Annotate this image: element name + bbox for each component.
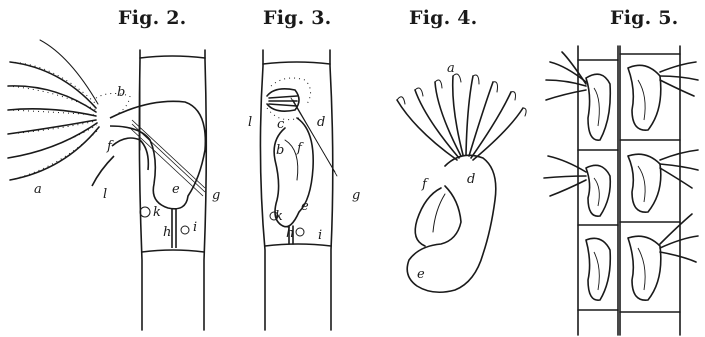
figure-3-label-l: l — [248, 116, 252, 129]
figure-3-label-b: b — [276, 144, 284, 157]
figure-3-label-d: d — [317, 116, 325, 129]
figure-3-label-g: g — [352, 189, 360, 202]
figure-3-label-c: c — [277, 118, 284, 131]
figure-2-label-b: b — [117, 86, 125, 99]
figure-2: Fig. 2. — [0, 0, 245, 337]
figure-2-label-f: f — [107, 140, 112, 153]
figure-3-label-k: k — [275, 210, 283, 223]
figure-2-drawing — [0, 0, 245, 337]
figure-4-drawing — [375, 0, 530, 337]
figure-3-label-i: i — [318, 229, 322, 242]
figure-3-label-h: h — [286, 227, 294, 240]
figure-2-label-i: i — [193, 221, 197, 234]
figure-5: Fig. 5. — [530, 0, 705, 337]
figure-4-label-e: e — [417, 268, 425, 281]
figure-2-label-l: l — [103, 188, 107, 201]
figure-3-label-e: e — [301, 200, 309, 213]
figure-3-drawing — [245, 0, 375, 337]
figure-2-label-k: k — [153, 206, 161, 219]
figure-4-label-d: d — [467, 173, 475, 186]
figure-3-label-f: f — [297, 142, 302, 155]
figure-2-label-h: h — [163, 226, 171, 239]
figure-4: Fig. 4. a f d e — [375, 0, 530, 337]
figure-5-drawing — [530, 0, 705, 337]
figure-4-label-a: a — [447, 62, 455, 75]
figure-2-label-a: a — [34, 183, 42, 196]
figure-3: Fig. 3. l c d b f g e k h i — [245, 0, 375, 337]
figure-2-label-e: e — [172, 183, 180, 196]
figure-2-label-g: g — [212, 189, 220, 202]
figure-4-label-f: f — [422, 178, 427, 191]
